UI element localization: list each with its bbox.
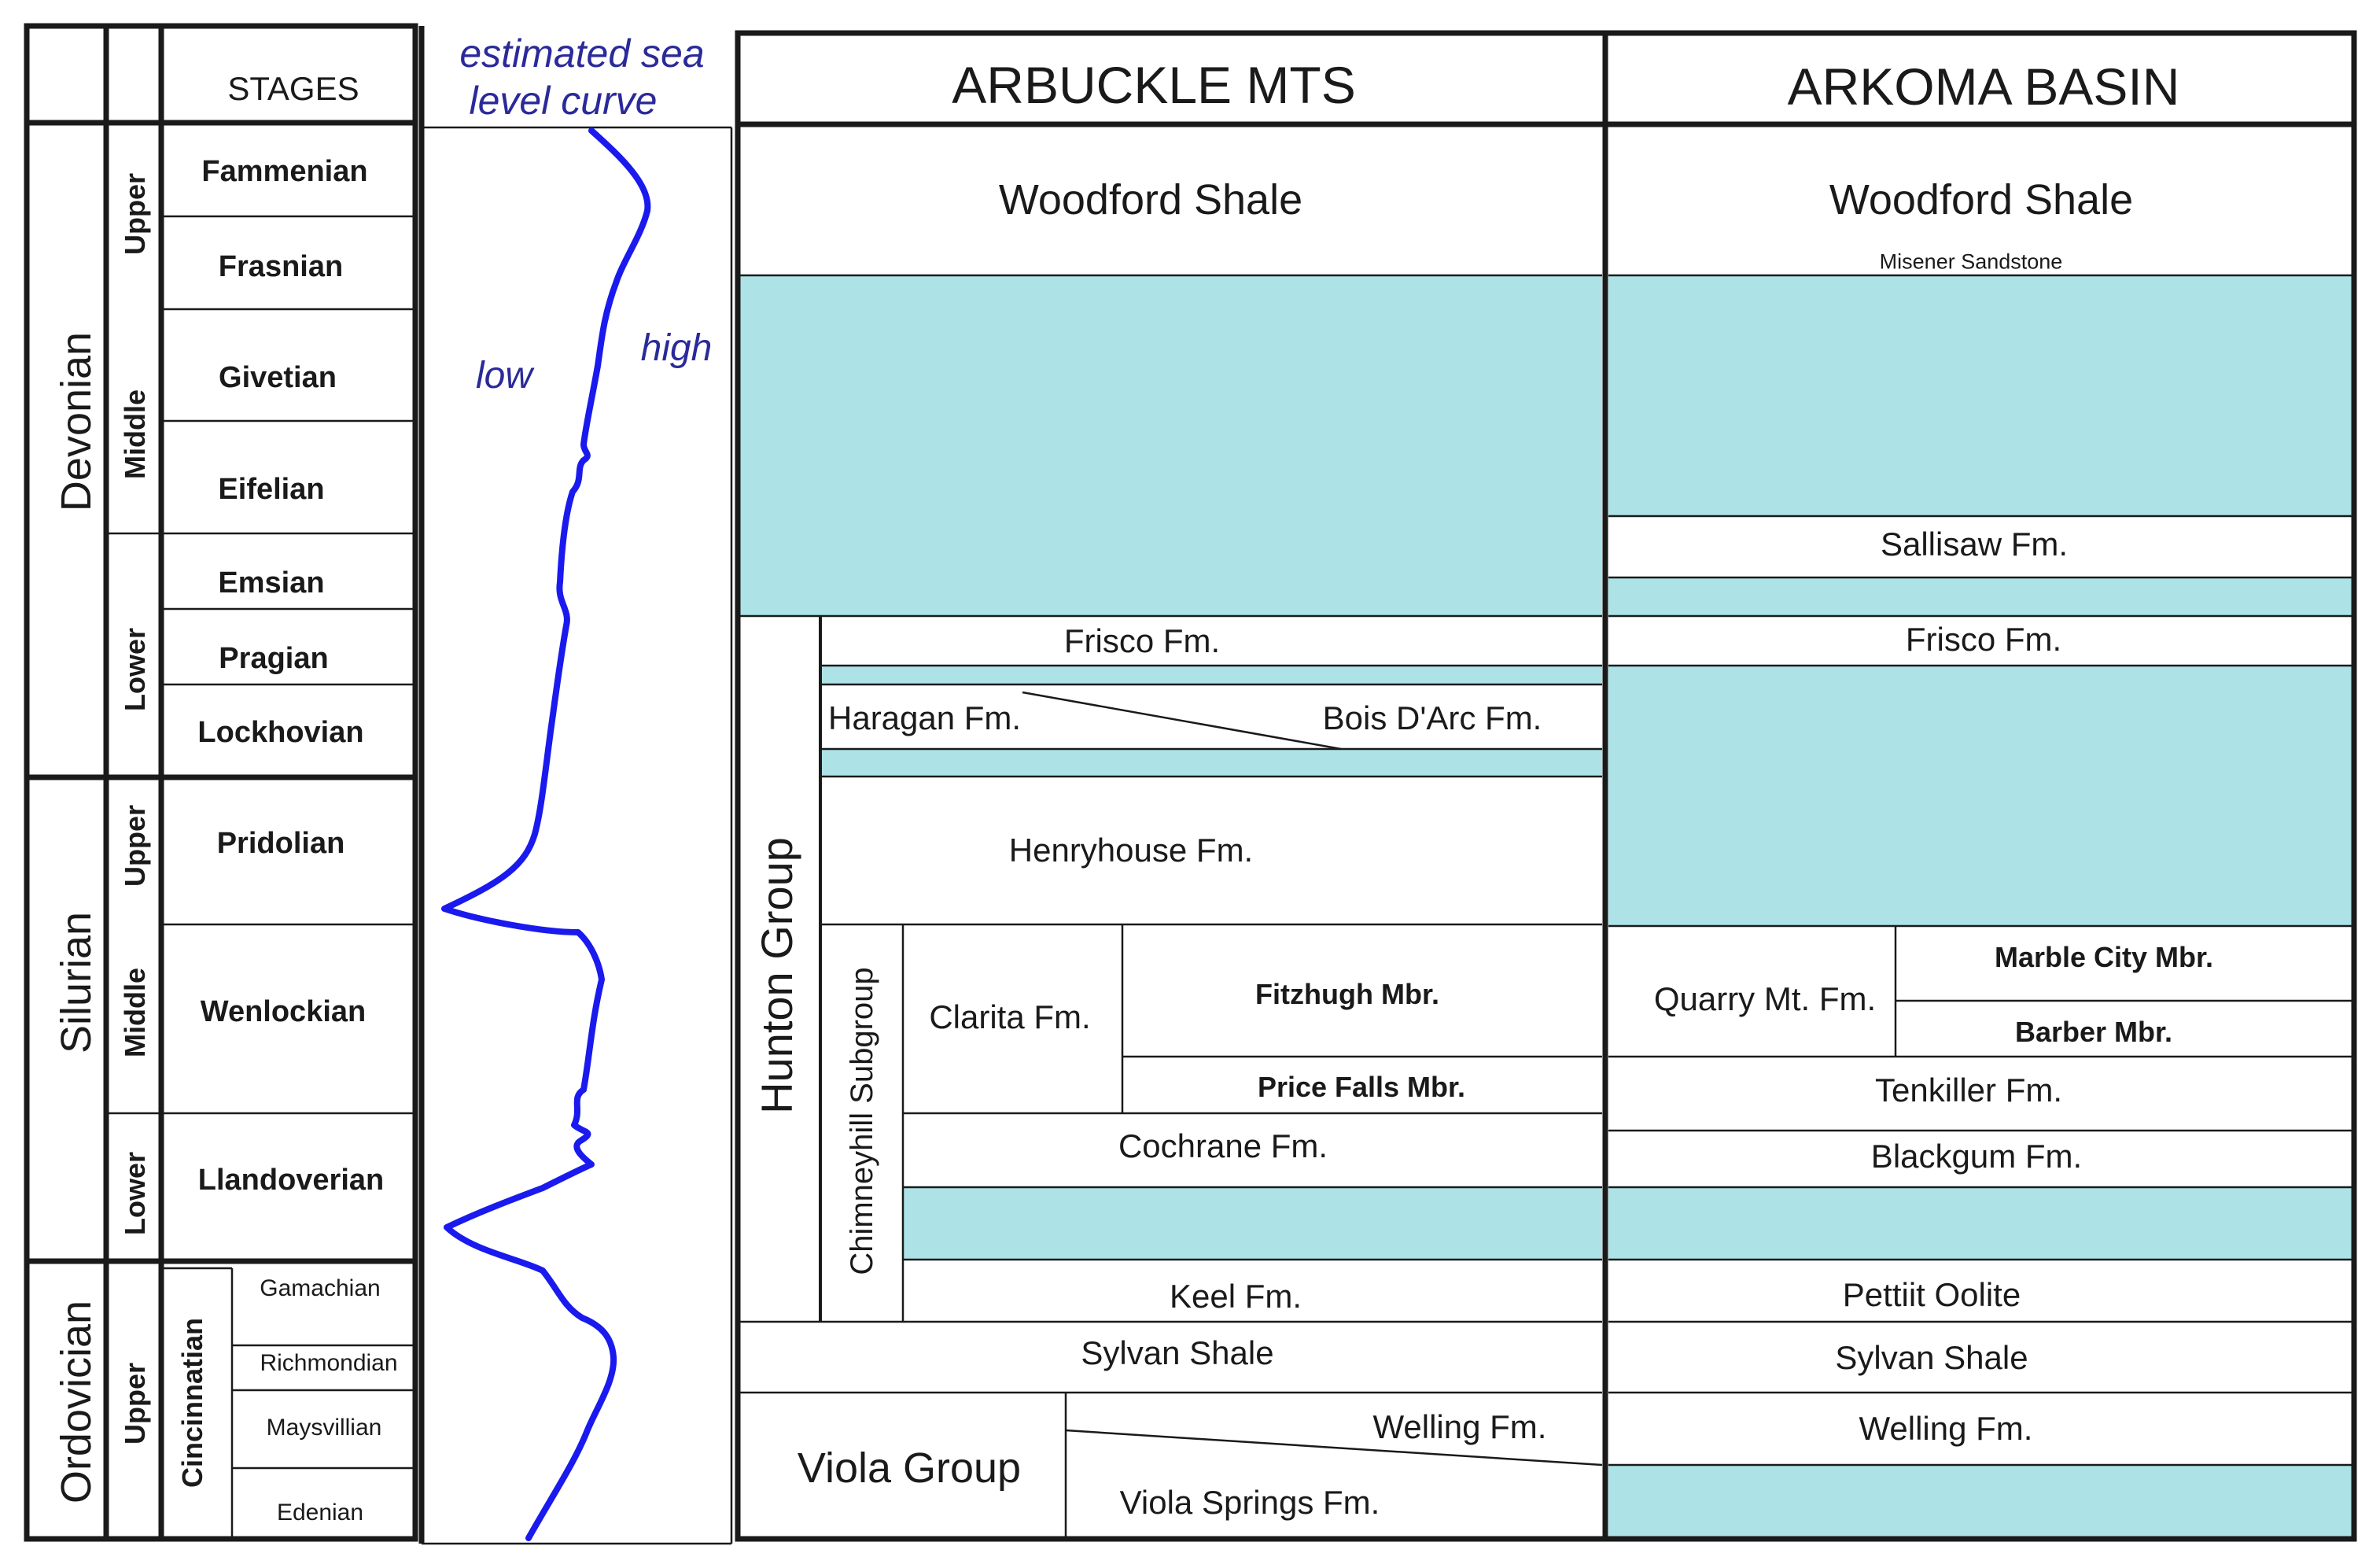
epoch-silurian-middle: Middle [119, 968, 151, 1057]
epoch-cincinnatian: Cincinnatian [176, 1317, 208, 1489]
arkoma-welling-fm: Welling Fm. [1859, 1410, 2033, 1447]
hiatus-arbuckle-middevonian [739, 275, 1602, 616]
arbuckle-haragan-fm: Haragan Fm. [828, 699, 1022, 736]
arkoma-sallisaw-fm: Sallisaw Fm. [1880, 526, 2069, 563]
stage-llandoverian: Llandoverian [197, 1164, 385, 1197]
hiatus-arkoma-lower-devonian-silurian [1608, 666, 2352, 926]
period-devonian: Devonian [53, 331, 100, 512]
hiatus-arkoma-below-sallisaw [1608, 577, 2352, 616]
frame-lines [24, 23, 2357, 1544]
sea-level-curve [441, 127, 651, 1541]
epoch-devonian-upper: Upper [119, 172, 151, 256]
stages-header: STAGES [227, 70, 359, 107]
hiatus-arbuckle-below-haragan [820, 749, 1602, 777]
hiatus-arkoma-below-welling [1608, 1465, 2352, 1539]
arbuckle-fitzhugh-mbr: Fitzhugh Mbr. [1255, 978, 1439, 1010]
epoch-ordovician-upper: Upper [119, 1362, 151, 1445]
arbuckle-cochrane-fm: Cochrane Fm. [1118, 1127, 1328, 1164]
arkoma-barber-mbr: Barber Mbr. [2014, 1016, 2173, 1048]
stage-maysvillian: Maysvillian [266, 1415, 382, 1441]
epoch-silurian-upper: Upper [119, 804, 151, 887]
hiatus-arbuckle-below-frisco [820, 666, 1602, 684]
stage-pridolian: Pridolian [216, 827, 345, 860]
arbuckle-viola-springs-fm: Viola Springs Fm. [1119, 1484, 1380, 1521]
hiatus-fills [739, 275, 2352, 1539]
arkoma-marble-city-mbr: Marble City Mbr. [1994, 941, 2214, 973]
arkoma-misener-sandstone: Misener Sandstone [1879, 249, 2063, 274]
stage-gamachian: Gamachian [260, 1275, 381, 1301]
arbuckle-woodford-shale: Woodford Shale [998, 176, 1303, 223]
arbuckle-henryhouse-fm: Henryhouse Fm. [1008, 832, 1254, 869]
arbuckle-hunton-group: Hunton Group [752, 837, 801, 1114]
stage-edenian: Edenian [276, 1500, 364, 1526]
arkoma-pettiit-oolite: Pettiit Oolite [1842, 1276, 2021, 1313]
arbuckle-sylvan-shale: Sylvan Shale [1081, 1334, 1274, 1371]
epoch-silurian-lower: Lower [119, 1151, 151, 1236]
arkoma-woodford-shale: Woodford Shale [1829, 176, 2134, 223]
grid-lines [106, 126, 2352, 1545]
hiatus-arkoma-below-blackgum [1608, 1187, 2352, 1260]
stage-famennian: Fammenian [201, 155, 368, 188]
stage-eifelian: Eifelian [218, 473, 325, 506]
hiatus-arbuckle-below-cochrane [903, 1187, 1602, 1260]
stage-pragian: Pragian [219, 642, 329, 675]
stage-richmondian: Richmondian [260, 1350, 398, 1376]
arkoma-tenkiller-fm: Tenkiller Fm. [1874, 1072, 2063, 1109]
arkoma-quarry-mt-fm: Quarry Mt. Fm. [1653, 980, 1877, 1017]
arkoma-blackgum-fm: Blackgum Fm. [1870, 1138, 2083, 1175]
arkoma-header: ARKOMA BASIN [1787, 57, 2180, 116]
sea-level-high-label: high [640, 327, 713, 369]
arbuckle-frisco-fm: Frisco Fm. [1063, 622, 1221, 659]
stage-lockhovian: Lockhovian [197, 716, 364, 749]
arkoma-frisco-fm: Frisco Fm. [1905, 621, 2062, 658]
arkoma-sylvan-shale: Sylvan Shale [1835, 1339, 2028, 1376]
stage-emsian: Emsian [218, 566, 325, 600]
arbuckle-bois-darc-fm: Bois D'Arc Fm. [1322, 699, 1542, 736]
arbuckle-price-falls-mbr: Price Falls Mbr. [1257, 1071, 1466, 1103]
sea-level-title-line1: estimated sea [459, 31, 705, 76]
sea-level-low-label: low [475, 355, 533, 397]
epoch-devonian-lower: Lower [119, 627, 151, 712]
period-ordovician: Ordovician [53, 1300, 100, 1504]
arbuckle-keel-fm: Keel Fm. [1169, 1278, 1302, 1315]
stage-wenlockian: Wenlockian [200, 995, 367, 1028]
stage-givetian: Givetian [219, 361, 337, 394]
sea-level-title-line2: level curve [469, 79, 658, 123]
arbuckle-viola-group: Viola Group [797, 1444, 1022, 1492]
period-silurian: Silurian [53, 911, 100, 1054]
arbuckle-welling-fm: Welling Fm. [1372, 1408, 1547, 1445]
stage-frasnian: Frasnian [218, 250, 344, 283]
arbuckle-clarita-fm: Clarita Fm. [929, 998, 1091, 1035]
arbuckle-chimneyhill-subgroup: Chimneyhill Subgroup [845, 967, 879, 1275]
arbuckle-header: ARBUCKLE MTS [952, 56, 1356, 114]
hiatus-arkoma-middevonian [1608, 275, 2352, 516]
epoch-devonian-middle: Middle [119, 389, 151, 479]
